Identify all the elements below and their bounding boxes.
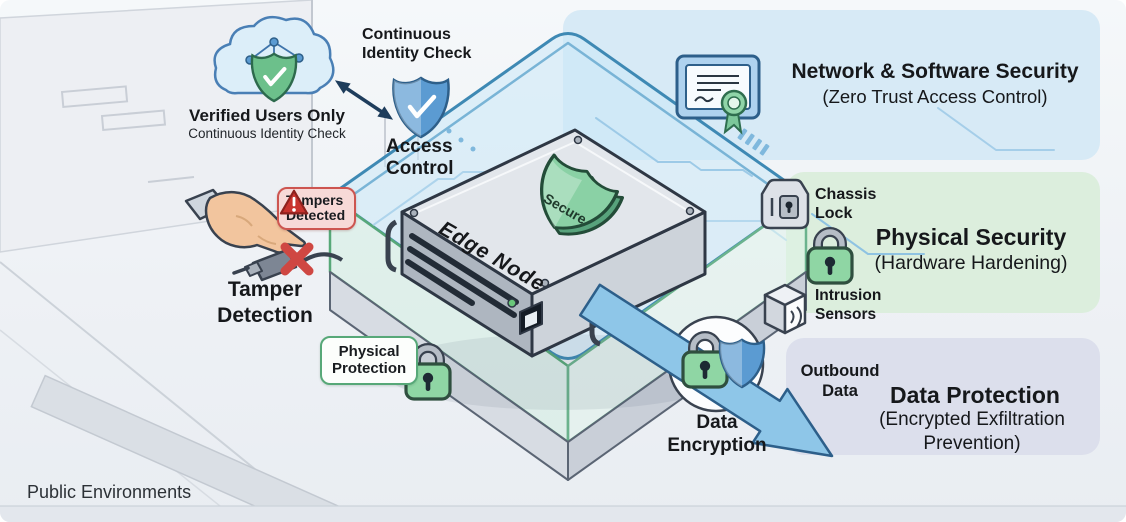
outbound-data-label: Outbound Data bbox=[800, 362, 880, 400]
tampers-detected-badge: Tampers Detected bbox=[277, 187, 357, 230]
verified-users-subtitle: Continuous Identity Check bbox=[188, 126, 346, 141]
cloud-shield-check-icon bbox=[250, 52, 298, 103]
network-security-title: Network & Software Security bbox=[791, 60, 1079, 83]
identity-check-arrow-icon bbox=[334, 80, 394, 120]
physical-security-title: Physical Security bbox=[875, 224, 1067, 250]
access-control-shield-icon bbox=[392, 76, 450, 139]
data-encryption-label: Data Encryption bbox=[667, 412, 767, 456]
physical-protection-text: Physical Protection bbox=[332, 343, 407, 378]
chassis-lock-label: Chassis Lock bbox=[815, 186, 877, 223]
encryption-shield-icon bbox=[718, 338, 766, 389]
chassis-lock-icon bbox=[760, 178, 810, 230]
cloud-network-icon bbox=[213, 15, 335, 103]
data-protection-subtitle: (Encrypted Exfiltration Prevention) bbox=[879, 409, 1065, 454]
public-environments-label: Public Environments bbox=[27, 482, 192, 502]
continuous-identity-check-label: Continuous Identity Check bbox=[362, 26, 472, 63]
edge-node-device bbox=[385, 128, 735, 410]
tamper-detection-label: Tamper Detection bbox=[217, 278, 313, 328]
access-control-label: Access Control bbox=[386, 136, 454, 180]
data-protection-panel bbox=[786, 338, 1100, 455]
network-security-subtitle: (Zero Trust Access Control) bbox=[822, 86, 1048, 107]
intrusion-sensors-label: Intrusion Sensors bbox=[815, 287, 882, 323]
certificate-icon bbox=[675, 54, 761, 135]
blocked-x-icon bbox=[280, 242, 314, 276]
warning-triangle-icon bbox=[279, 189, 309, 215]
secure-shield-emblem bbox=[520, 151, 626, 254]
pointing-hand-icon bbox=[184, 188, 306, 254]
data-protection-title: Data Protection bbox=[890, 382, 1060, 408]
physical-security-subtitle: (Hardware Hardening) bbox=[874, 252, 1068, 274]
padlock-icon bbox=[808, 232, 852, 283]
verified-users-title: Verified Users Only bbox=[189, 106, 345, 125]
intrusion-sensor-icon bbox=[763, 283, 807, 335]
physical-protection-badge: Physical Protection bbox=[320, 336, 419, 385]
